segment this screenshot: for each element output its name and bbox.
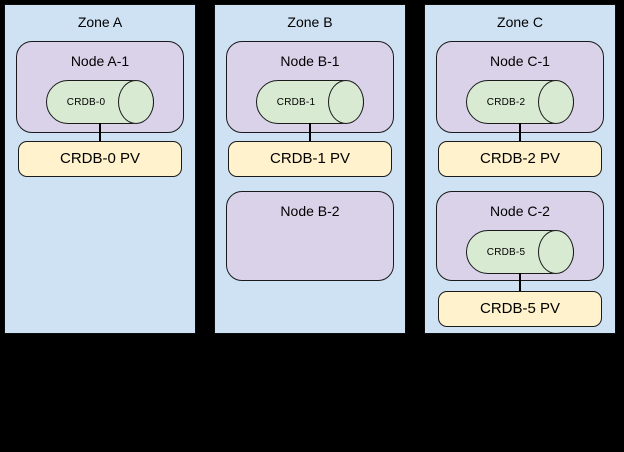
- zone-a-label: Zone A: [77, 14, 123, 30]
- cylinder-end-cap: [118, 80, 154, 124]
- node-b-1-label: Node B-1: [280, 53, 340, 69]
- connector-line: [99, 123, 101, 142]
- zone-a: Zone A Node A-1 CRDB-0 CRDB-0 PV: [4, 4, 196, 334]
- crdb-1-label: CRDB-1: [276, 96, 316, 108]
- crdb-0-pv: CRDB-0 PV: [18, 141, 182, 177]
- connector-line: [519, 123, 521, 142]
- node-c-2: Node C-2 CRDB-5: [436, 191, 604, 281]
- crdb-2-database-cylinder-icon: CRDB-2: [466, 80, 574, 124]
- node-c-2-label: Node C-2: [490, 203, 550, 219]
- node-a-1-label: Node A-1: [70, 53, 130, 69]
- zone-b-label: Zone B: [287, 14, 333, 30]
- crdb-2-label: CRDB-2: [486, 96, 526, 108]
- node-b-1: Node B-1 CRDB-1: [226, 41, 394, 133]
- crdb-5-database-cylinder-icon: CRDB-5: [466, 230, 574, 274]
- connector-line: [309, 123, 311, 142]
- cylinder-end-cap: [328, 80, 364, 124]
- cylinder-end-cap: [538, 230, 574, 274]
- crdb-0-database-cylinder-icon: CRDB-0: [46, 80, 154, 124]
- cylinder-end-cap: [538, 80, 574, 124]
- node-b-2: Node B-2: [226, 191, 394, 281]
- crdb-0-label: CRDB-0: [66, 96, 106, 108]
- zone-b: Zone B Node B-1 CRDB-1 CRDB-1 PV Node B-…: [214, 4, 406, 334]
- crdb-1-pv: CRDB-1 PV: [228, 141, 392, 177]
- crdb-1-database-cylinder-icon: CRDB-1: [256, 80, 364, 124]
- connector-line: [519, 273, 521, 292]
- zone-c: Zone C Node C-1 CRDB-2 CRDB-2 PV Node C-…: [424, 4, 616, 334]
- node-b-2-label: Node B-2: [280, 203, 340, 219]
- crdb-5-label: CRDB-5: [486, 246, 526, 258]
- node-c-1: Node C-1 CRDB-2: [436, 41, 604, 133]
- node-c-1-label: Node C-1: [490, 53, 550, 69]
- crdb-2-pv: CRDB-2 PV: [438, 141, 602, 177]
- zone-c-label: Zone C: [497, 14, 543, 30]
- node-a-1: Node A-1 CRDB-0: [16, 41, 184, 133]
- crdb-5-pv: CRDB-5 PV: [438, 291, 602, 327]
